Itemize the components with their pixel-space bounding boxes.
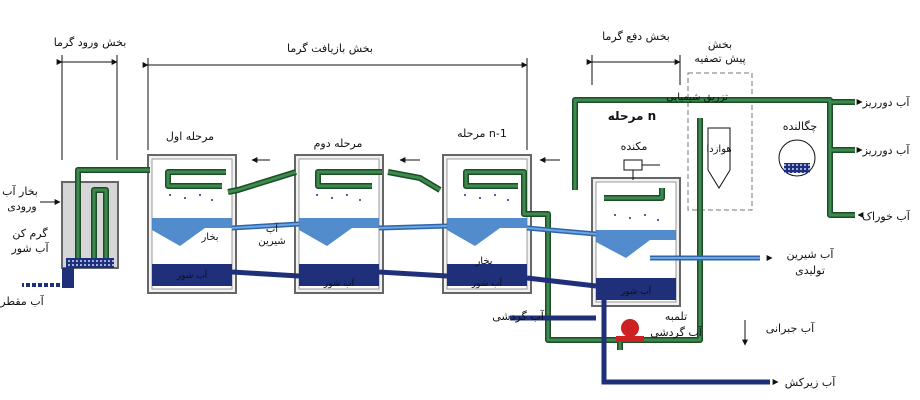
chemical-injection-label: تزریق شیمیایی bbox=[666, 92, 728, 103]
makeup-water-label: آب جبرانی bbox=[766, 321, 815, 335]
vacuum-unit bbox=[623, 159, 643, 171]
section-brackets bbox=[56, 55, 681, 160]
vapor-label-2: بخار bbox=[474, 256, 492, 267]
stage-n-label: مرحله n bbox=[608, 109, 656, 123]
section-pretreatment-label-1: بخش bbox=[708, 38, 732, 51]
brine-heater-label-2: آب شور bbox=[10, 241, 49, 255]
pump-label-2: آب گردشی bbox=[650, 325, 702, 339]
section-input-label: بخش ورود گرما bbox=[54, 36, 127, 49]
steam-inlet-label-2: ورودی bbox=[7, 200, 36, 213]
brine-label-2: آب شور bbox=[323, 277, 355, 289]
steam-inlet-label-1: بخار آب bbox=[2, 184, 38, 198]
droplets bbox=[169, 194, 659, 221]
recycle-water-label: آب گردشی bbox=[492, 309, 544, 323]
condensate-label: آب مقطر bbox=[0, 294, 45, 308]
brine-label-3: آب شور bbox=[471, 277, 503, 289]
diagram-labels: بخش ورود گرما بخش بازیافت گرما بخش دفع گ… bbox=[0, 30, 911, 389]
section-recovery-label: بخش بازیافت گرما bbox=[287, 42, 373, 55]
stage-chambers bbox=[147, 154, 681, 307]
vapor-label-1: بخار bbox=[200, 232, 218, 243]
reject-water-label-1: آب دورریز bbox=[862, 95, 911, 109]
product-water-label-2: تولیدی bbox=[795, 264, 825, 277]
flow-arrows bbox=[40, 99, 864, 385]
brine-heater-label-1: گرم کن bbox=[12, 227, 48, 240]
feed-water-label: آب خوراک bbox=[862, 209, 911, 223]
deaerator-label: هوازدا bbox=[706, 144, 731, 155]
reject-water-label-2: آب دورریز bbox=[862, 143, 911, 157]
section-pretreatment-label-2: پیش تصفیه bbox=[694, 52, 745, 65]
brine-label-1: آب شور bbox=[176, 269, 208, 281]
product-water-label-1: آب شیرین bbox=[787, 247, 835, 261]
recirculation-pump bbox=[621, 319, 639, 337]
stage-n-minus-1-label: مرحله n-1 bbox=[457, 127, 507, 140]
brine-line bbox=[231, 269, 770, 385]
brine-heater bbox=[61, 181, 119, 269]
fresh-water-label-2: شیرین bbox=[258, 236, 285, 247]
pump-label-1: تلمبه bbox=[665, 310, 687, 323]
pretreatment-box bbox=[687, 72, 753, 211]
brine-label-4: آب شور bbox=[620, 285, 652, 297]
condenser-label: چگالنده bbox=[783, 120, 817, 133]
vacuum-label: مکنده bbox=[621, 140, 648, 153]
blowdown-label: آب زیرکش bbox=[785, 375, 837, 389]
section-rejection-label: بخش دفع گرما bbox=[602, 30, 670, 43]
deaerator-vessel bbox=[707, 127, 731, 189]
stage-first-label: مرحله اول bbox=[166, 130, 214, 143]
stage-second-label: مرحله دوم bbox=[314, 137, 363, 150]
fresh-water-label-1: آب bbox=[266, 222, 279, 235]
